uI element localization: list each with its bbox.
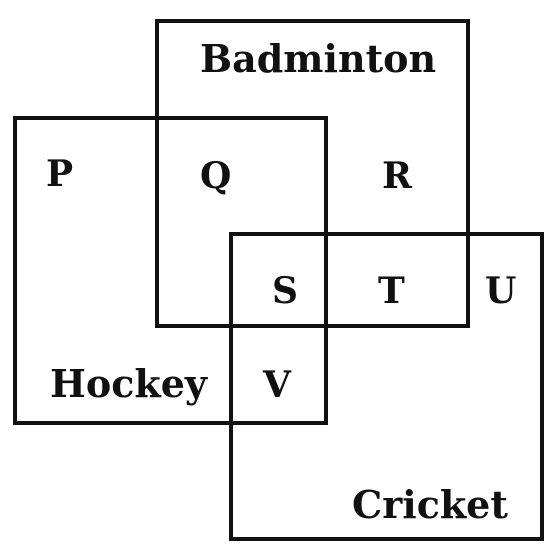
hockey-box [13,116,328,425]
badminton-label: Badminton [200,36,437,81]
hockey-label: Hockey [50,361,207,406]
badminton-box [155,19,470,328]
region-r-label: R [382,155,412,197]
region-q-label: Q [200,155,232,197]
region-p-label: P [46,153,74,195]
region-u-label: U [485,270,517,312]
cricket-label: Cricket [352,482,508,527]
cricket-box [229,232,544,541]
region-v-label: V [263,364,291,406]
region-s-label: S [272,270,298,312]
region-t-label: T [378,270,405,312]
